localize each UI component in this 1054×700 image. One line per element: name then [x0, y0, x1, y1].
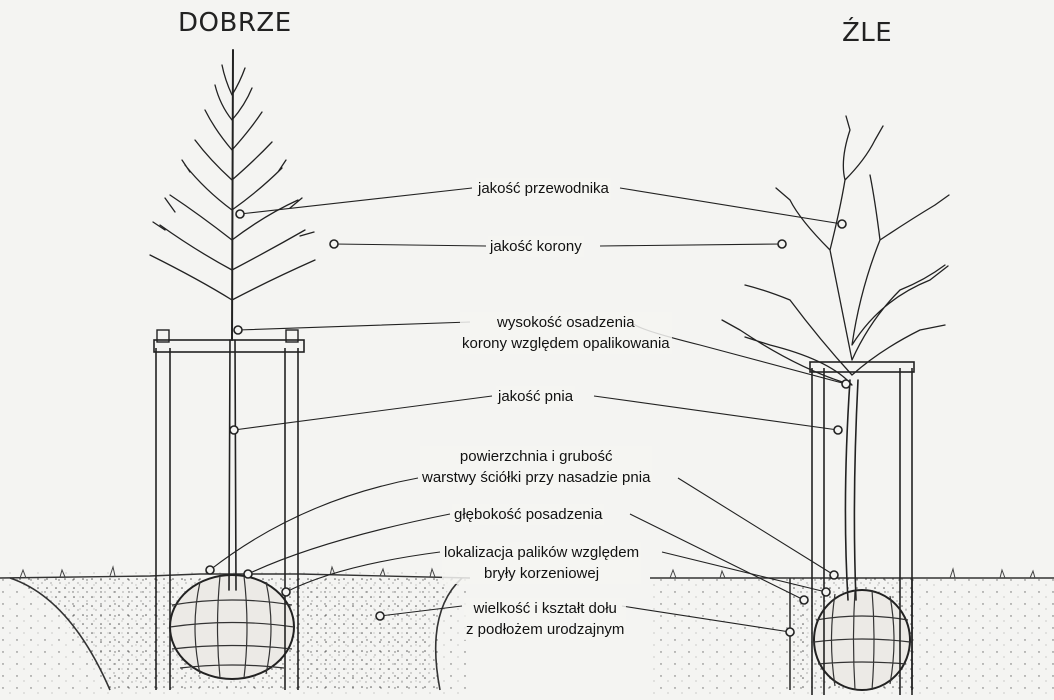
marker-height-good [234, 326, 242, 334]
marker-pit-good [376, 612, 384, 620]
marker-crown-bad [778, 240, 786, 248]
marker-trunk-good [230, 426, 238, 434]
marker-crown-good [330, 240, 338, 248]
label-mulch: powierzchnia i grubość warstwy ściółki p… [420, 446, 652, 488]
marker-leader-bad [838, 220, 846, 228]
bad-tree [722, 116, 949, 600]
heading-good: DOBRZE [178, 8, 292, 38]
good-tree [150, 50, 315, 590]
heading-bad: ŹLE [842, 18, 892, 48]
marker-height-bad [842, 380, 850, 388]
label-crown-height: wysokość osadzenia korony względem opali… [460, 312, 672, 354]
good-root-ball [170, 575, 294, 679]
label-trunk-quality: jakość pnia [496, 386, 575, 407]
label-planting-depth-text: głębokość posadzenia [454, 506, 602, 523]
label-crown-height-line2: korony względem opalikowania [462, 333, 670, 354]
marker-trunk-bad [834, 426, 842, 434]
label-stakes-location: lokalizacja palików względem bryły korze… [442, 542, 641, 584]
bad-root-ball [814, 590, 910, 690]
label-stakes-line1: lokalizacja palików względem [444, 542, 639, 563]
marker-mulch-good [206, 566, 214, 574]
label-pit-line2: z podłożem urodzajnym [466, 619, 624, 640]
marker-depth-good [244, 570, 252, 578]
label-pit-size: wielkość i kształt dołu z podłożem urodz… [464, 598, 626, 640]
marker-pit-bad [786, 628, 794, 636]
good-root-ball-body [170, 575, 294, 679]
label-crown-quality-text: jakość korony [490, 238, 582, 255]
label-stakes-line2: bryły korzeniowej [444, 563, 639, 584]
label-mulch-line2: warstwy ściółki przy nasadzie pnia [422, 467, 650, 488]
bad-trunk [845, 380, 858, 600]
marker-mulch-bad [830, 571, 838, 579]
bad-branches [722, 116, 949, 385]
label-leader-quality: jakość przewodnika [476, 178, 611, 199]
label-mulch-line1: powierzchnia i grubość [422, 446, 650, 467]
marker-leader-good [236, 210, 244, 218]
label-trunk-quality-text: jakość pnia [498, 388, 573, 405]
label-crown-height-line1: wysokość osadzenia [462, 312, 670, 333]
marker-stakes-good [282, 588, 290, 596]
marker-stakes-bad [822, 588, 830, 596]
marker-depth-bad [800, 596, 808, 604]
good-crossbar [154, 340, 304, 352]
label-pit-line1: wielkość i kształt dołu [466, 598, 624, 619]
label-planting-depth: głębokość posadzenia [452, 504, 604, 525]
label-leader-quality-text: jakość przewodnika [478, 180, 609, 197]
label-crown-quality: jakość korony [488, 236, 584, 257]
